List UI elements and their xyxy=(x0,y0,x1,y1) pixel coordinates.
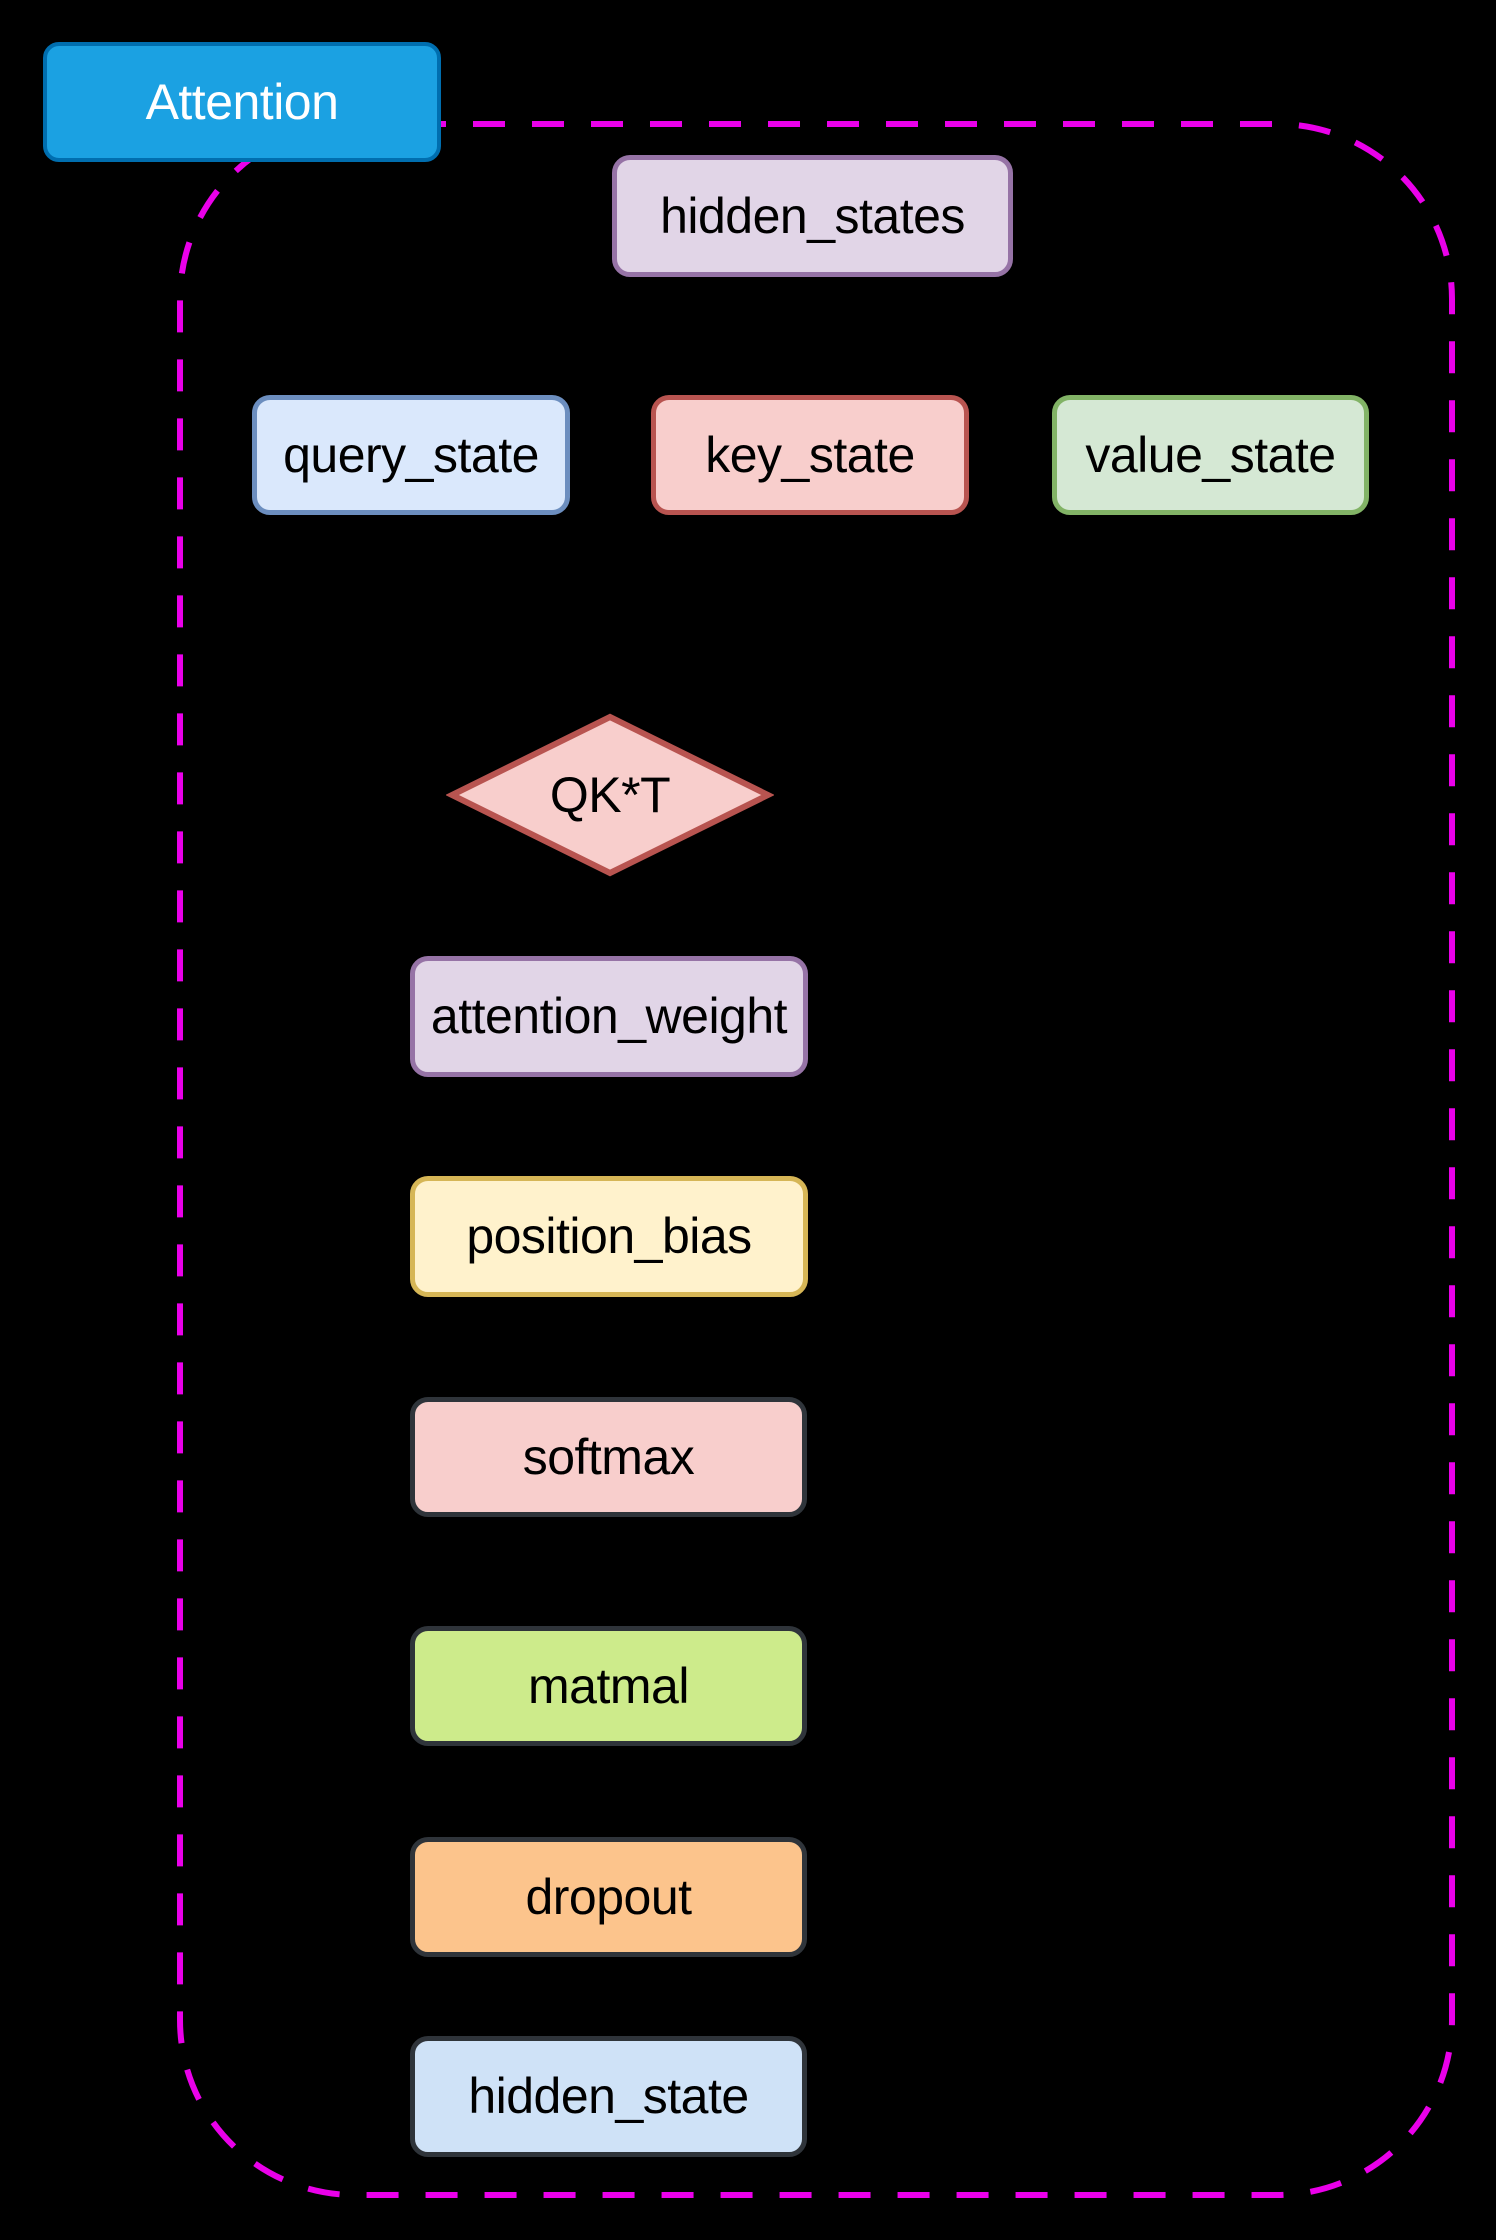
node-softmax-label: softmax xyxy=(522,1428,695,1485)
node-hidden-state-label: hidden_state xyxy=(468,2068,749,2124)
node-hidden-state: hidden_state xyxy=(410,2036,807,2157)
node-position-bias: position_bias xyxy=(410,1176,808,1297)
attention-group-title-label: Attention xyxy=(145,73,339,130)
node-key-state: key_state xyxy=(651,395,969,515)
node-query-state-label: query_state xyxy=(283,426,539,483)
node-position-bias-label: position_bias xyxy=(466,1208,752,1264)
node-value-state: value_state xyxy=(1052,395,1369,515)
node-query-state: query_state xyxy=(252,395,570,515)
node-value-state-label: value_state xyxy=(1085,426,1336,483)
node-softmax: softmax xyxy=(410,1397,807,1517)
node-hidden-states: hidden_states xyxy=(612,155,1013,277)
node-key-state-label: key_state xyxy=(705,426,915,483)
node-qkt-diamond xyxy=(446,713,774,877)
node-attention-weight: attention_weight xyxy=(410,956,808,1077)
node-matmal-label: matmal xyxy=(528,1657,689,1714)
node-hidden-states-label: hidden_states xyxy=(660,187,965,244)
attention-group-title: Attention xyxy=(43,42,441,162)
node-dropout: dropout xyxy=(410,1837,807,1957)
node-matmal: matmal xyxy=(410,1626,807,1746)
node-qkt-label: QK*T xyxy=(549,767,671,823)
node-qkt-shape xyxy=(446,713,774,877)
node-attention-weight-label: attention_weight xyxy=(430,988,788,1044)
node-dropout-label: dropout xyxy=(525,1868,692,1925)
node-qkt: QK*T xyxy=(446,711,774,879)
